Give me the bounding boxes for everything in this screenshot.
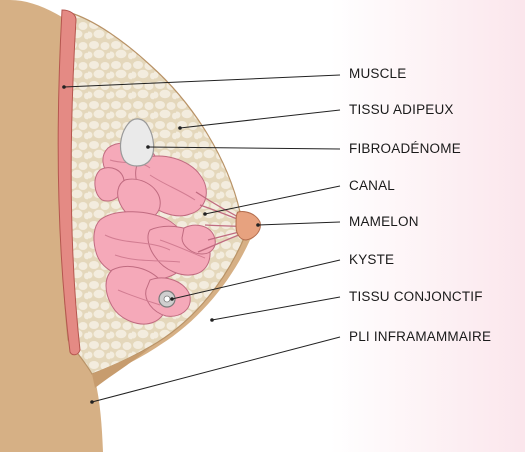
- leader-dot-kyste: [170, 297, 174, 301]
- leader-line-mamelon: [258, 222, 340, 225]
- leader-dot-mamelon: [256, 223, 260, 227]
- leader-dot-canal: [203, 212, 207, 216]
- leader-dot-muscle: [62, 85, 66, 89]
- label-pli-inframammaire: PLI INFRAMAMMAIRE: [349, 329, 491, 344]
- label-kyste: KYSTE: [349, 252, 394, 267]
- label-mamelon: MAMELON: [349, 214, 419, 229]
- leader-line-tissu-conjonctif: [212, 297, 340, 320]
- leader-dot-fibroadenome: [146, 145, 150, 149]
- label-canal: CANAL: [349, 178, 395, 193]
- leader-dot-tissu-adipeux: [178, 126, 182, 130]
- label-fibroadenome: FIBROADÉNOME: [349, 141, 461, 156]
- label-tissu-conjonctif: TISSU CONJONCTIF: [349, 289, 483, 304]
- cyst-center: [164, 296, 170, 302]
- leader-dot-tissu-conjonctif: [210, 318, 214, 322]
- leader-line-tissu-adipeux: [180, 110, 340, 128]
- leader-dot-pli-inframammaire: [90, 400, 94, 404]
- label-tissu-adipeux: TISSU ADIPEUX: [349, 102, 454, 117]
- label-muscle: MUSCLE: [349, 66, 406, 81]
